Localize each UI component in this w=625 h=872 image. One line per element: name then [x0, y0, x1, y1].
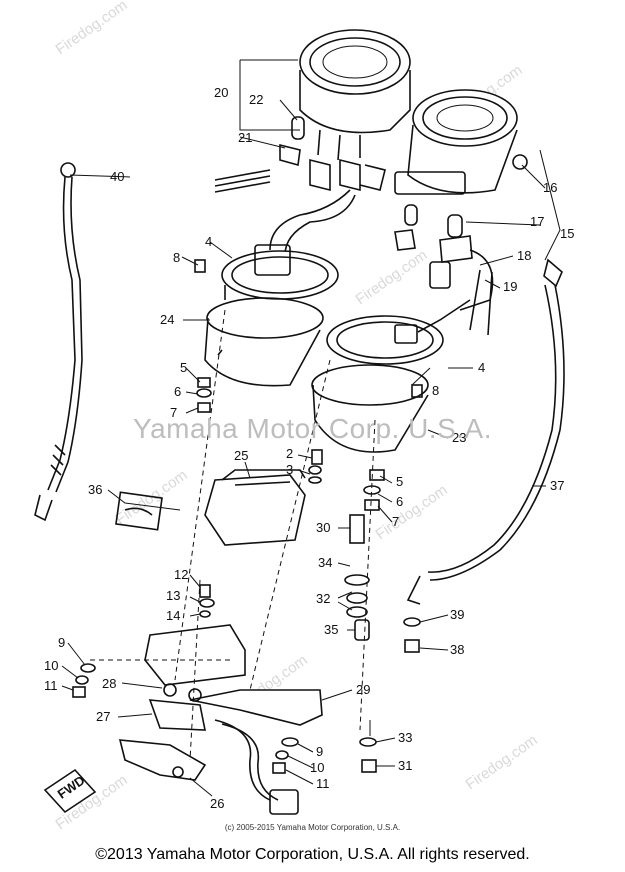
meter-top-right [394, 89, 528, 195]
meter-cable-right [406, 258, 565, 605]
copyright-small: (c) 2005-2015 Yamaha Motor Corporation, … [224, 823, 401, 832]
callout: 18 [517, 248, 531, 263]
meter-cable-left [34, 162, 83, 522]
callout: 31 [398, 758, 412, 773]
callout: 4 [205, 234, 212, 249]
callout: 2 [286, 446, 293, 461]
sockets-right [394, 204, 494, 336]
callout: 24 [160, 312, 174, 327]
meter-case-23 [311, 364, 429, 453]
watermark-tile: Firedog.com [353, 247, 431, 309]
callout: 26 [210, 796, 224, 811]
callout: 21 [238, 130, 252, 145]
callout: 13 [166, 588, 180, 603]
callout: 23 [452, 430, 466, 445]
callout: 4 [478, 360, 485, 375]
callout: 17 [530, 214, 544, 229]
callout: 10 [44, 658, 58, 673]
indicator-housing [204, 469, 306, 546]
fwd-arrow-icon [43, 768, 97, 814]
watermark-tile: Firedog.com [53, 0, 131, 58]
callout: 9 [58, 635, 65, 650]
callout: 11 [316, 776, 330, 791]
guide-lines [90, 309, 376, 761]
callout: 20 [214, 85, 228, 100]
callout-labels: 20 22 21 40 16 17 15 4 8 18 19 24 4 5 8 … [44, 85, 574, 811]
callout: 29 [356, 682, 370, 697]
callout: 8 [173, 250, 180, 265]
drawing [34, 29, 565, 815]
callout: 6 [396, 494, 403, 509]
callout: 16 [543, 180, 557, 195]
copyright-main: ©2013 Yamaha Motor Corporation, U.S.A. A… [95, 846, 530, 863]
callout: 39 [450, 607, 464, 622]
callout: 27 [96, 709, 110, 724]
callout: 5 [180, 360, 187, 375]
callout: 19 [503, 279, 517, 294]
callout: 32 [316, 591, 330, 606]
callout: 9 [316, 744, 323, 759]
callout: 10 [310, 760, 324, 775]
callout: 3 [286, 462, 293, 477]
callout: 7 [392, 514, 399, 529]
callout: 6 [174, 384, 181, 399]
callout: 36 [88, 482, 102, 497]
callout: 7 [170, 405, 177, 420]
callout: 35 [324, 622, 338, 637]
meter-bracket [144, 624, 323, 731]
callout: 40 [110, 169, 124, 184]
sockets-top [214, 116, 386, 193]
meter-case-right [326, 299, 471, 365]
callout: 22 [249, 92, 263, 107]
callout: 15 [560, 226, 574, 241]
callout: 12 [174, 567, 188, 582]
callout: 33 [398, 730, 412, 745]
callout: 37 [550, 478, 564, 493]
callout: 14 [166, 608, 180, 623]
callout: 5 [396, 474, 403, 489]
callout: 28 [102, 676, 116, 691]
callout: 25 [234, 448, 248, 463]
connector [269, 789, 299, 815]
wire-harness [269, 189, 351, 251]
watermark-center: Yamaha Motor Corp. U.S.A. [133, 413, 492, 444]
emblem-plate [115, 491, 163, 531]
watermark-tile: Firedog.com [463, 732, 541, 794]
callout: 34 [318, 555, 332, 570]
callout: 8 [432, 383, 439, 398]
callout: 30 [316, 520, 330, 535]
lower-bracket-26 [118, 739, 207, 781]
meter-top-left [299, 29, 411, 161]
fasteners [72, 259, 423, 774]
meter-case-24 [204, 297, 324, 387]
leader-lines [61, 59, 561, 797]
callout: 38 [450, 642, 464, 657]
callout: 11 [44, 678, 58, 693]
meter-case-left [221, 244, 339, 300]
